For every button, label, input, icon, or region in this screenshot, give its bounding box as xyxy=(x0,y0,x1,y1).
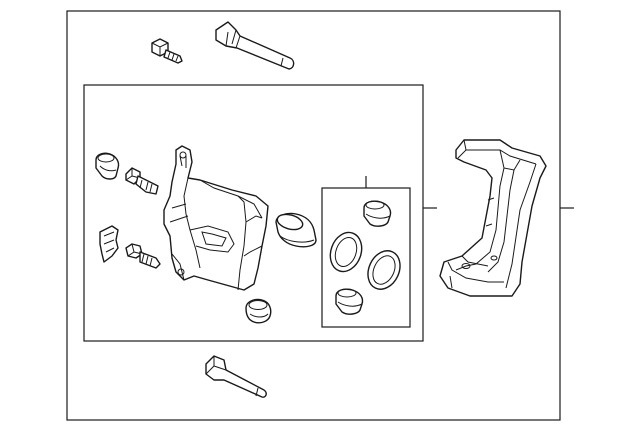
seal-kit-piston-seal xyxy=(329,231,363,273)
mounting-bolt xyxy=(151,38,183,64)
piston xyxy=(275,212,317,248)
seal-kit xyxy=(329,200,401,315)
seal-kit-dust-seal xyxy=(367,250,401,290)
seal-kit-boot-lower xyxy=(335,288,364,315)
bleeder-cap xyxy=(95,152,120,180)
caliper-housing xyxy=(163,145,269,291)
bleeder-screw xyxy=(125,167,159,195)
inner-frame xyxy=(83,84,424,342)
guide-pin-lower xyxy=(205,355,267,398)
caliper-bracket xyxy=(439,139,547,297)
outer-frame xyxy=(66,10,561,421)
clip xyxy=(99,225,119,263)
guide-pin-upper xyxy=(215,21,295,70)
dust-boot xyxy=(245,298,272,324)
caliper-bolt xyxy=(125,243,161,269)
seal-kit-boot-upper xyxy=(363,200,392,227)
